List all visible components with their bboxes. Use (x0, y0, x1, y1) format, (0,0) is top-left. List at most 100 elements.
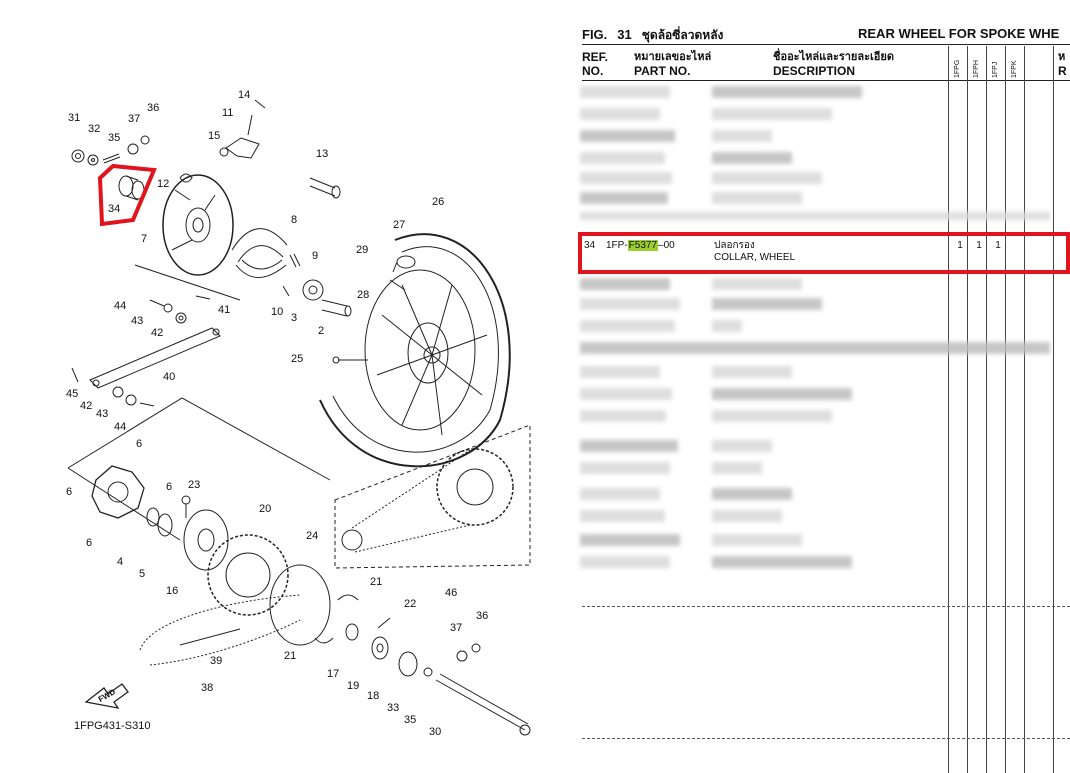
callout-25: 25 (291, 353, 304, 365)
callout-31: 31 (68, 112, 81, 124)
callout-36: 36 (147, 102, 160, 114)
callout-6c: 6 (66, 486, 73, 498)
redacted-row (580, 130, 1050, 144)
row-desc-english: COLLAR, WHEEL (714, 252, 796, 263)
row-qty-1fpg: 1 (957, 240, 963, 251)
callout-44b: 44 (114, 421, 127, 433)
callout-32: 32 (88, 123, 101, 135)
redacted-row (580, 172, 1050, 186)
header-part-thai: หมายเลขอะไหล่ (634, 50, 712, 63)
header-part-english: PART NO. (634, 64, 691, 78)
redacted-row (580, 86, 1050, 100)
row-ref: 34 (584, 240, 596, 251)
callout-45: 45 (66, 388, 79, 400)
callout-21a: 21 (370, 576, 383, 588)
column-divider (967, 46, 968, 773)
column-divider (948, 46, 949, 773)
highlight-part-34 (97, 163, 157, 227)
header-model-1fph: 1FPH (973, 60, 980, 78)
callout-41: 41 (218, 304, 231, 316)
fig-title-thai: ชุดล้อซี่ลวดหลัง (641, 28, 724, 42)
callout-33: 33 (387, 702, 400, 714)
redacted-row (580, 152, 1050, 166)
callout-42: 42 (151, 327, 164, 339)
callout-20: 20 (259, 503, 272, 515)
header-remarks: ห R (1058, 50, 1067, 78)
row-highlight-box (578, 232, 1070, 274)
callout-7: 7 (141, 233, 148, 245)
callout-14: 14 (238, 89, 251, 101)
row-desc-thai: ปลอกรอง (714, 240, 755, 251)
redacted-row (580, 366, 1050, 380)
row-qty-1fpj: 1 (995, 240, 1001, 251)
callout-9: 9 (312, 250, 319, 262)
callout-10: 10 (271, 306, 284, 318)
row-qty-1fph: 1 (976, 240, 982, 251)
header-part-no: หมายเลขอะไหล่ PART NO. (634, 50, 711, 78)
diagram-code: 1FPG431-S310 (74, 720, 151, 732)
callout-19: 19 (347, 680, 360, 692)
header-model-1fpj: 1FPJ (992, 61, 999, 78)
callout-3: 3 (291, 312, 298, 324)
callout-6d: 6 (86, 537, 93, 549)
callout-44: 44 (114, 300, 127, 312)
header-rem-thai: ห (1058, 50, 1066, 63)
callout-40: 40 (163, 371, 176, 383)
section-divider (582, 738, 1070, 739)
callout-26: 26 (432, 196, 445, 208)
column-divider (1005, 46, 1006, 773)
redacted-row (580, 388, 1050, 402)
header-ref-line1: REF. (582, 50, 609, 64)
callout-35b: 35 (404, 714, 417, 726)
redacted-row (580, 278, 1050, 292)
diagram-drawing (67, 99, 531, 736)
callout-5: 5 (139, 568, 146, 580)
callout-42b: 42 (80, 400, 93, 412)
callout-13: 13 (316, 148, 329, 160)
section-divider (582, 606, 1070, 607)
callout-22: 22 (404, 598, 417, 610)
callout-35: 35 (108, 132, 121, 144)
redacted-row (580, 192, 1050, 206)
fig-title-english: REAR WHEEL FOR SPOKE WHE (858, 26, 1060, 41)
header-model-1fpk: 1FPK (1011, 60, 1018, 78)
callout-34: 34 (108, 203, 121, 215)
header-bottom-rule (582, 80, 1070, 81)
redacted-row (580, 320, 1050, 334)
fig-number: 31 (617, 27, 632, 42)
part-suffix: –00 (658, 240, 675, 251)
header-rem-english: R (1058, 64, 1067, 78)
callout-43: 43 (131, 315, 144, 327)
callout-4: 4 (117, 556, 124, 568)
redacted-row (580, 298, 1050, 312)
redacted-row (580, 462, 1050, 476)
callout-6b: 6 (166, 481, 173, 493)
redacted-row (580, 534, 1050, 548)
redacted-row (580, 410, 1050, 424)
redacted-row (580, 556, 1050, 570)
callout-43b: 43 (96, 408, 109, 420)
callout-12: 12 (157, 178, 170, 190)
exploded-diagram: 31 32 35 37 36 34 11 14 15 12 13 7 8 9 1… (66, 89, 531, 738)
column-divider (1053, 46, 1054, 773)
redacted-row (580, 510, 1050, 524)
header-desc-thai: ชื่ออะไหล่และรายละเอียด (773, 50, 894, 63)
header-ref-line2: NO. (582, 64, 604, 78)
column-divider (986, 46, 987, 773)
column-divider (1024, 46, 1025, 773)
callout-27: 27 (393, 219, 406, 231)
header-description: ชื่ออะไหล่และรายละเอียด DESCRIPTION (773, 50, 894, 78)
callout-21b: 21 (284, 650, 297, 662)
header-top-rule (582, 44, 1070, 45)
callout-37: 37 (128, 113, 141, 125)
callout-39: 39 (210, 655, 223, 667)
callout-37b: 37 (450, 622, 463, 634)
callout-17: 17 (327, 668, 340, 680)
callout-46: 46 (445, 587, 458, 599)
callout-15: 15 (208, 130, 221, 142)
callout-28: 28 (357, 289, 370, 301)
redacted-row (580, 212, 1050, 226)
redacted-row (580, 108, 1050, 122)
callout-30: 30 (429, 726, 442, 738)
